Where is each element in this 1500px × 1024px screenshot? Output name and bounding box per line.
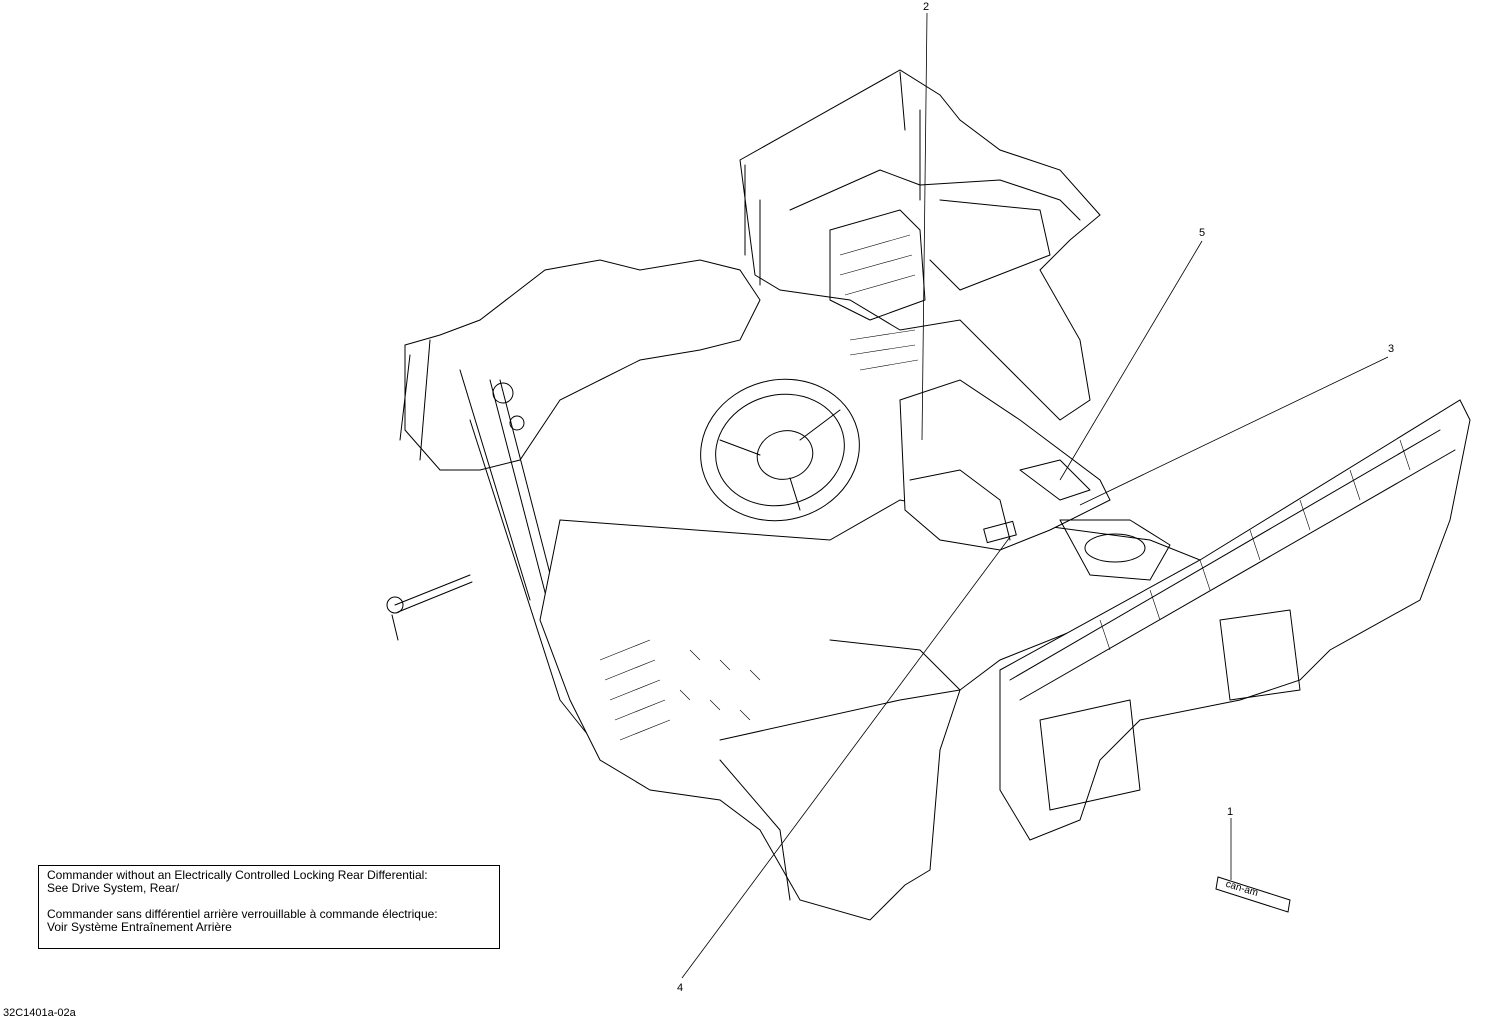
leader-line-5 (1059, 240, 1203, 481)
leader-line-3 (1079, 356, 1389, 506)
frame-body (739, 69, 1101, 421)
note-french-line1: Commander sans différentiel arrière verr… (47, 907, 438, 921)
tie-rod (386, 574, 473, 641)
callout-2: 2 (923, 1, 930, 13)
reference-code: 32C1401a-02a (3, 1007, 76, 1019)
floor-tub (539, 499, 1211, 921)
note-english-line1: Commander without an Electrically Contro… (47, 868, 428, 882)
callout-3: 3 (1388, 343, 1395, 355)
note-english-line2: See Drive System, Rear/ (47, 881, 180, 895)
leader-line-2 (921, 12, 928, 441)
center-console (899, 379, 1171, 581)
leader-lines (681, 12, 1389, 979)
right-side-panel (999, 399, 1471, 841)
steering-wheel (700, 378, 860, 522)
decal-can-am: can-am (1215, 876, 1291, 913)
callout-4: 4 (677, 982, 684, 994)
leader-line-4 (681, 536, 1011, 979)
callout-1: 1 (1227, 806, 1234, 818)
note-french-line2: Voir Système Entraînement Arrière (47, 920, 232, 934)
callout-5: 5 (1199, 227, 1206, 239)
note-box: Commander without an Electrically Contro… (38, 865, 500, 949)
